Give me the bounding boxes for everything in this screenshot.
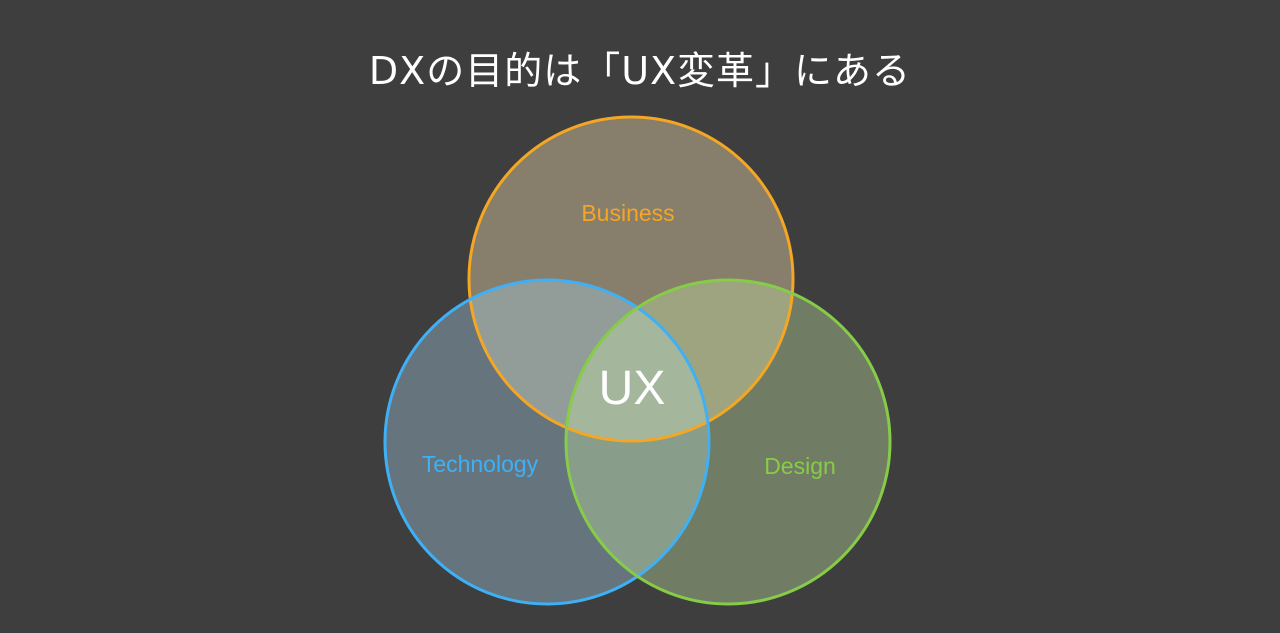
design-label: Design xyxy=(764,453,836,479)
design-circle xyxy=(566,280,890,604)
technology-circle xyxy=(385,280,709,604)
ux-label: UX xyxy=(599,362,666,415)
technology-outline xyxy=(383,278,711,606)
business-label: Business xyxy=(581,200,674,226)
business-outline xyxy=(467,115,795,443)
design-outline xyxy=(564,278,892,606)
page-title: DXの目的は「UX変革」にある xyxy=(368,49,912,93)
technology-label: Technology xyxy=(422,451,539,477)
business-circle xyxy=(469,117,793,441)
